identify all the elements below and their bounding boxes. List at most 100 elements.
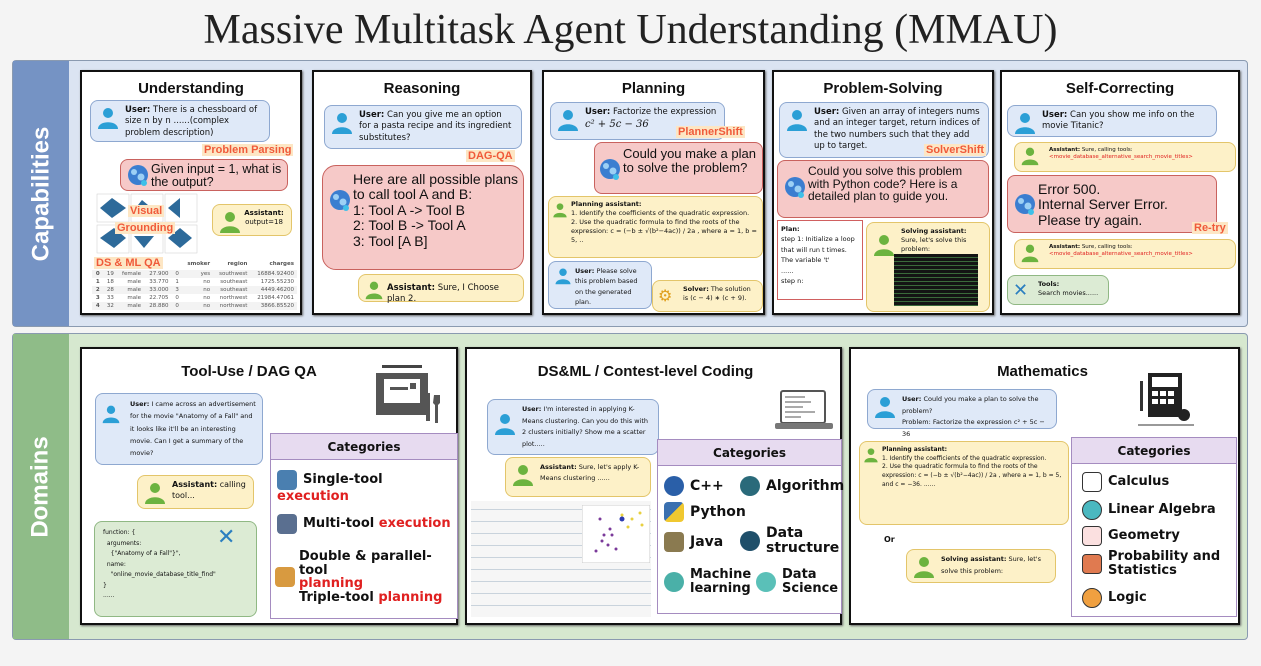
solver-text: Sure, let's solve this problem: bbox=[901, 235, 967, 253]
calculus-icon bbox=[1082, 472, 1102, 492]
calculator-icon bbox=[1138, 373, 1194, 426]
table-cell: 21984.47061 bbox=[257, 295, 294, 301]
plan-step: expression: c = (−b ± √(b²−4ac)) / 2a , … bbox=[571, 227, 757, 245]
plan-step: 2. Use the quadratic formula to find the… bbox=[882, 463, 1038, 471]
panel-title: Reasoning bbox=[383, 80, 461, 97]
table-cell: southwest bbox=[219, 271, 248, 277]
table-cell: 16884.92400 bbox=[257, 271, 294, 277]
tag-solvershift: SolverShift bbox=[924, 144, 987, 157]
table-cell: no bbox=[203, 303, 211, 309]
panel-problem-solving: Problem-Solving User: Given an array of … bbox=[772, 70, 994, 315]
category-multi-tool: Multi-tool execution bbox=[277, 514, 455, 534]
code-line: function: { bbox=[103, 529, 136, 536]
table-cell: 0 bbox=[175, 271, 179, 277]
code-line: "online_movie_database_title_find" bbox=[103, 571, 216, 578]
plan-step: and c = −36. ...... bbox=[882, 480, 936, 488]
data-structure-icon bbox=[740, 530, 760, 551]
assistant-text: output=18 bbox=[245, 218, 283, 227]
env-line: Error 500. bbox=[1038, 181, 1101, 197]
env-text: Could you solve this problem with Python… bbox=[808, 164, 963, 204]
category-algorithm: Algorithm bbox=[740, 476, 844, 496]
scatter-plot-thumbnail bbox=[582, 505, 650, 563]
speaker-label: Assistant: bbox=[244, 209, 284, 217]
category-label: Python bbox=[690, 503, 746, 520]
table-cell: no bbox=[203, 295, 211, 301]
solver-bubble: ⚙ Solver: The solution is (c − 4) ∗ (c +… bbox=[652, 280, 763, 312]
assistant-icon bbox=[364, 280, 384, 300]
speaker-label: Planning assistant: bbox=[571, 200, 642, 208]
python-icon bbox=[664, 502, 684, 522]
user-text: Given an array of integers nums and an i… bbox=[814, 107, 980, 152]
plan-line: step 1: Initialize a loop that will run … bbox=[781, 235, 855, 265]
assistant-text: Sure, calling tools: bbox=[1081, 244, 1133, 250]
plan-label: Plan: bbox=[781, 225, 800, 233]
assistant-bubble-2: Assistant: Sure, calling tools: <movie_d… bbox=[1014, 239, 1236, 269]
assistant-icon bbox=[863, 447, 879, 463]
user-icon bbox=[785, 108, 809, 132]
user-expression: c² + 5c − 36 bbox=[585, 119, 649, 131]
user-icon bbox=[101, 404, 121, 424]
categories-box: Categories Single-tool execution Multi-t… bbox=[270, 433, 458, 619]
table-cell: 1 bbox=[175, 279, 179, 285]
category-geometry: Geometry bbox=[1082, 526, 1180, 546]
category-linear-algebra: Linear Algebra bbox=[1082, 500, 1216, 520]
speaker-label: User: bbox=[1042, 110, 1068, 120]
table-cell: 32 bbox=[106, 303, 114, 309]
assistant-bubble: Assistant: Sure, let's apply K-Means clu… bbox=[505, 457, 651, 497]
user-bubble: User: Could you make a plan to solve the… bbox=[867, 389, 1057, 438]
plan-step: 1. Identify the coefficients of the quad… bbox=[571, 209, 750, 218]
panel-title: Mathematics bbox=[997, 363, 1088, 380]
table-cell: 3 bbox=[175, 287, 179, 293]
env-line: 3: Tool [A B] bbox=[353, 232, 428, 249]
assistant-bubble: Assistant: Sure, I Choose plan 2. bbox=[358, 274, 524, 304]
category-data-structure: Data structure bbox=[740, 526, 840, 555]
speaker-label: Assistant: bbox=[1049, 244, 1081, 250]
panel-title: DS&ML / Contest-level Coding bbox=[537, 363, 754, 380]
user-text: I'm interested in applying K-Means clust… bbox=[522, 405, 649, 449]
assistant-icon bbox=[143, 481, 167, 505]
panel-reasoning: Reasoning User: Can you give me an optio… bbox=[312, 70, 532, 315]
user-text: I came across an advertisement for the m… bbox=[130, 400, 256, 458]
user-icon bbox=[554, 267, 572, 285]
planning-tool-icon bbox=[275, 567, 295, 588]
table-cell: male bbox=[127, 303, 141, 309]
category-calculus: Calculus bbox=[1082, 472, 1169, 492]
globe-icon bbox=[783, 175, 807, 199]
user-icon bbox=[873, 395, 897, 419]
user-bubble: User: Can you give me an option for a pa… bbox=[324, 105, 522, 149]
speaker-label: Assistant: bbox=[387, 283, 435, 293]
table-cell: 18 bbox=[106, 279, 114, 285]
assistant-text: Sure, let's apply K-Means clustering ...… bbox=[540, 463, 640, 483]
data-science-icon bbox=[756, 571, 776, 592]
panel-title: Self-Correcting bbox=[1065, 80, 1175, 97]
table-cell: 0 bbox=[175, 295, 179, 301]
table-cell: 4449.46200 bbox=[260, 287, 294, 293]
environment-bubble: Given input = 1, what is the output? bbox=[120, 159, 288, 191]
panel-title: Tool-Use / DAG QA bbox=[181, 363, 317, 380]
table-header: smoker bbox=[187, 260, 211, 267]
category-label-highlight: execution bbox=[378, 516, 451, 532]
table-cell: 1725.55230 bbox=[260, 279, 294, 285]
speaker-label: User: bbox=[359, 110, 385, 120]
user-bubble: User: I'm interested in applying K-Means… bbox=[487, 399, 659, 455]
geometry-icon bbox=[1082, 526, 1102, 546]
user-text: There is a chessboard of size n by n ...… bbox=[125, 105, 258, 138]
tag-dag-qa: DAG-QA bbox=[466, 150, 515, 163]
category-label-highlight: planning bbox=[378, 589, 443, 605]
speaker-label: Solving assistant: bbox=[901, 227, 967, 235]
table-cell: yes bbox=[200, 271, 211, 277]
tag-ds-ml-qa: DS & ML QA bbox=[94, 257, 163, 270]
solver-text: The solution is (c − 4) ∗ (c + 9). bbox=[683, 285, 751, 302]
assistant-icon bbox=[552, 202, 568, 218]
category-probability-statistics: Probability and Statistics bbox=[1082, 550, 1232, 577]
table-cell: northwest bbox=[219, 295, 248, 301]
speaker-label: User: bbox=[585, 107, 611, 117]
single-tool-icon bbox=[277, 470, 297, 490]
speaker-label: Planning assistant: bbox=[882, 446, 948, 453]
speaker-label: Assistant: bbox=[1049, 147, 1081, 153]
user-bubble: User: There is a chessboard of size n by… bbox=[90, 100, 270, 142]
function-call-bubble: function: { arguments: {"Anatomy of a Fa… bbox=[94, 521, 257, 617]
table-header: charges bbox=[269, 260, 294, 267]
